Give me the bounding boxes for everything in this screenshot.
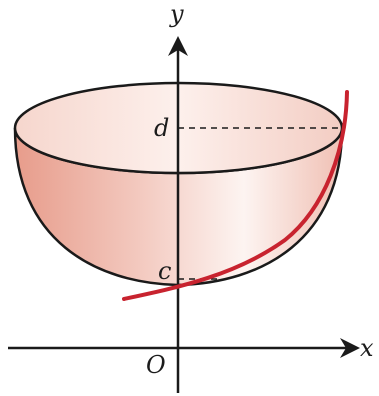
c-label: c [158, 257, 171, 285]
origin-label: O [146, 351, 166, 379]
x-axis-label: x [360, 334, 374, 362]
red-curve [122, 90, 349, 301]
y-axis-label: y [169, 0, 184, 28]
d-label: d [154, 114, 169, 142]
